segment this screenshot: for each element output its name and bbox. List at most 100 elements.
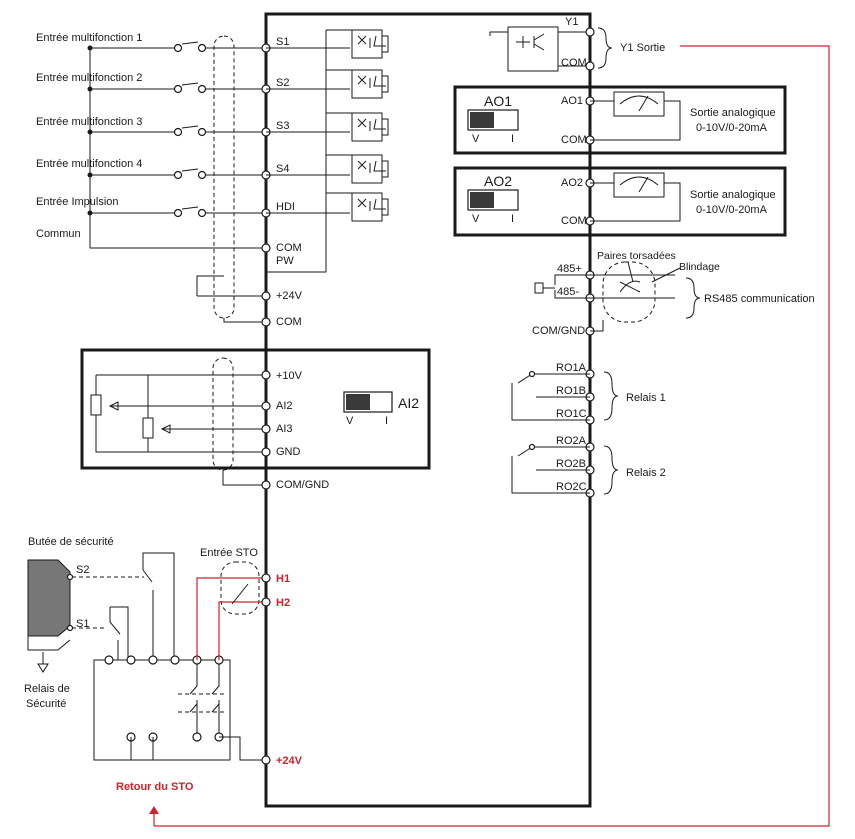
- terminal-label-ao2: AO2: [561, 177, 583, 189]
- terminal-label-rs485-com-gnd: COM/GND: [532, 325, 585, 337]
- terminal-label-sto-24v: +24V: [276, 755, 303, 767]
- safety-stop-s1: S1: [76, 618, 89, 630]
- terminal-com: [261, 243, 271, 253]
- safety-stop-s2: S2: [76, 564, 89, 576]
- input-label-4: Entrée multifonction 4: [36, 158, 142, 170]
- relay1-label: Relais 1: [626, 392, 666, 404]
- terminal-y1: [585, 27, 595, 37]
- optocoupler-bank: [266, 29, 389, 273]
- terminal-label-y1-com: COM: [561, 57, 587, 69]
- terminal-label-485-plus: 485+: [557, 263, 582, 275]
- terminal-h2: [261, 597, 271, 607]
- terminal-y1-com: [585, 61, 595, 71]
- ao2-section: AO2 V I AO2 COM Sortie analogique 0-10V/…: [453, 166, 787, 237]
- input-label-pulse: Entrée Impulsion: [36, 196, 119, 208]
- input-rung-2: [87, 82, 266, 94]
- ao2-dip-switch[interactable]: [467, 189, 519, 211]
- safety-relay-label-1: Relais de: [24, 683, 70, 695]
- analog-input-box: [80, 348, 431, 470]
- input-label-3: Entrée multifonction 3: [36, 116, 142, 128]
- ao2-label-1: Sortie analogique: [690, 189, 776, 201]
- input-label-2: Entrée multifonction 2: [36, 72, 142, 84]
- ao1-title: AO1: [484, 93, 512, 109]
- terminal-label-h1: H1: [276, 573, 290, 585]
- ao1-section: AO1 V I AO1 COM Sortie analogique 0-10V/…: [453, 85, 787, 155]
- ao2-title: AO2: [484, 173, 512, 189]
- terminal-h1: [261, 573, 271, 583]
- ao1-label-1: Sortie analogique: [690, 107, 776, 119]
- common-label: Commun: [36, 228, 81, 240]
- terminal-label-ro1b: RO1B: [556, 385, 586, 397]
- sto-section: Butée de sécurité S2 S1 Relais de Sécuri…: [24, 536, 303, 826]
- terminal-label-pw: PW: [276, 255, 294, 267]
- relay2-label: Relais 2: [626, 467, 666, 479]
- terminal-label-hdi: HDI: [276, 201, 295, 213]
- rs485-shield-label: Blindage: [679, 261, 720, 273]
- terminal-label-com-gnd: COM/GND: [276, 479, 329, 491]
- terminal-label-gnd: GND: [276, 446, 301, 458]
- ao1-switch-i: I: [511, 133, 514, 145]
- y1-output-label: Y1 Sortie: [620, 42, 665, 54]
- y1-output-section: Y1 COM Y1 Sortie: [489, 16, 665, 72]
- ao1-box: [453, 85, 787, 155]
- terminal-label-ro1a: RO1A: [556, 362, 587, 374]
- terminal-label-s3: S3: [276, 120, 289, 132]
- terminal-10v: [261, 370, 271, 380]
- terminal-label-com: COM: [276, 242, 302, 254]
- terminal-label-ro1c: RO1C: [556, 408, 587, 420]
- rs485-twisted-label: Paires torsadées: [597, 250, 676, 262]
- terminal-label-ro2c: RO2C: [556, 481, 587, 493]
- ai2-switch-v: V: [346, 415, 354, 427]
- terminal-label-ao2-com: COM: [561, 215, 587, 227]
- terminal-label-ai3: AI3: [276, 423, 293, 435]
- input-rung-3: [87, 125, 266, 137]
- terminal-24v: [261, 291, 271, 301]
- terminal-gnd: [261, 447, 271, 457]
- terminal-label-s4: S4: [276, 163, 289, 175]
- safety-relay-label-2: Sécurité: [26, 698, 66, 710]
- terminal-label-24v: +24V: [276, 290, 303, 302]
- ao1-dip-switch[interactable]: [467, 109, 519, 131]
- terminal-sto-24v: [261, 755, 271, 765]
- safety-stop-label: Butée de sécurité: [28, 536, 114, 548]
- digital-inputs-section: Entrée multifonction 1 Entrée multifonct…: [36, 29, 389, 328]
- terminal-label-s1: S1: [276, 36, 289, 48]
- rs485-section: Paires torsadées Blindage 485+ 485- COM/…: [532, 250, 815, 337]
- terminal-label-ro2a: RO2A: [556, 435, 587, 447]
- terminal-label-y1: Y1: [565, 16, 578, 28]
- input-label-1: Entrée multifonction 1: [36, 32, 142, 44]
- terminal-label-ai2: AI2: [276, 400, 293, 412]
- relay1-section: RO1A RO1B RO1C Relais 1: [511, 362, 666, 425]
- terminal-label-485-minus: 485-: [557, 286, 579, 298]
- input-rung-pulse: [87, 206, 266, 218]
- rs485-label: RS485 communication: [704, 293, 815, 305]
- terminal-label-ao1-com: COM: [561, 134, 587, 146]
- input-shield: [213, 35, 235, 319]
- ao2-box: [453, 166, 787, 237]
- terminal-com-gnd: [261, 480, 271, 490]
- analog-inputs-section: +10V AI2 AI3 GND COM/GND AI2 V I: [80, 348, 431, 491]
- terminal-label-ro2b: RO2B: [556, 458, 586, 470]
- ao2-switch-i: I: [511, 213, 514, 225]
- terminal-label-h2: H2: [276, 597, 290, 609]
- ao1-switch-v: V: [472, 133, 480, 145]
- relay2-section: RO2A RO2B RO2C Relais 2: [511, 435, 666, 498]
- terminal-label-10v: +10V: [276, 370, 303, 382]
- terminal-label-s2: S2: [276, 77, 289, 89]
- terminal-ai3: [261, 424, 271, 434]
- ai2-dip-switch[interactable]: [343, 391, 393, 413]
- sto-feedback-wire: [154, 45, 830, 827]
- ao1-label-2: 0-10V/0-20mA: [696, 122, 768, 134]
- terminal-label-com-2: COM: [276, 316, 302, 328]
- sto-input-label: Entrée STO: [200, 547, 258, 559]
- ao2-switch-v: V: [472, 213, 480, 225]
- sto-feedback-label: Retour du STO: [116, 781, 194, 793]
- safety-stop-body: [27, 559, 71, 637]
- ai2-switch-i: I: [385, 415, 388, 427]
- input-rung-4: [87, 168, 266, 180]
- terminal-ai2: [261, 401, 271, 411]
- terminal-com-2: [261, 317, 271, 327]
- input-rung-1: [87, 41, 266, 53]
- ai2-switch-label: AI2: [398, 395, 419, 411]
